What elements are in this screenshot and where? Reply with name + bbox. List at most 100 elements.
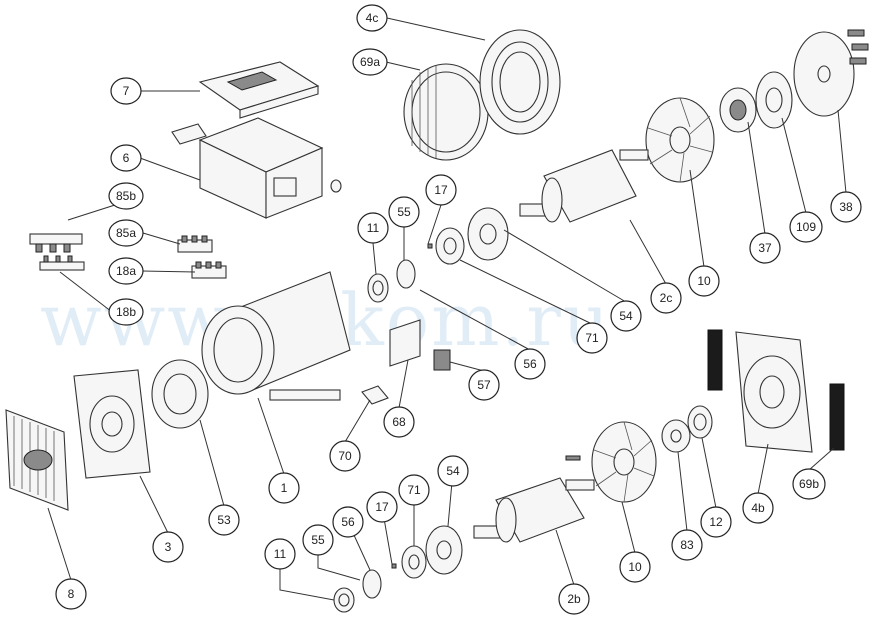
callout-11-upper: 11 (357, 212, 389, 244)
hub-37 (719, 87, 757, 133)
svg-text:56: 56 (341, 515, 355, 529)
svg-text:53: 53 (217, 513, 231, 527)
callout-109: 109 (789, 211, 823, 243)
callout-7: 7 (110, 77, 142, 105)
bearing-upper (367, 273, 389, 303)
stator-frame (201, 271, 351, 401)
svg-text:71: 71 (407, 483, 421, 497)
svg-text:10: 10 (628, 560, 642, 574)
svg-text:38: 38 (839, 200, 853, 214)
exciter-rotor-lower (425, 525, 463, 575)
callout-4c: 4c (356, 4, 388, 32)
terminal-clamps (29, 233, 83, 253)
flex-disc-38 (793, 29, 869, 117)
svg-text:54: 54 (619, 309, 633, 323)
callout-71-upper: 71 (576, 322, 608, 354)
callout-85b: 85b (108, 182, 144, 210)
rectifier-plate-lower (401, 545, 427, 579)
terminal-block-18a (191, 261, 227, 279)
rotor-2c (519, 149, 649, 223)
svg-text:4b: 4b (751, 501, 765, 515)
svg-text:85b: 85b (116, 189, 136, 203)
svg-text:69a: 69a (360, 55, 380, 69)
callout-17-upper: 17 (425, 174, 457, 206)
parts (5, 29, 869, 613)
front-shield (735, 331, 813, 453)
callout-38: 38 (830, 191, 862, 223)
svg-text:109: 109 (796, 220, 816, 234)
svg-text:1: 1 (281, 481, 288, 495)
svg-text:83: 83 (680, 538, 694, 552)
svg-text:11: 11 (274, 547, 287, 561)
svg-text:10: 10 (697, 274, 711, 288)
callout-2c: 2c (650, 282, 682, 314)
callout-85a: 85a (108, 219, 144, 247)
svg-text:54: 54 (446, 464, 460, 478)
bus-bar-18b (39, 255, 85, 271)
terminal-box-cover (171, 61, 320, 145)
svg-text:12: 12 (709, 515, 723, 529)
callout-55-lower: 55 (302, 524, 334, 556)
exciter-stator (151, 359, 209, 429)
exciter-rotor-upper (467, 207, 509, 261)
svg-text:8: 8 (68, 587, 75, 601)
leader-lines (47, 17, 847, 601)
callout-10-lower: 10 (619, 551, 651, 583)
callout-57: 57 (468, 369, 500, 401)
callout-68: 68 (383, 406, 415, 438)
svg-text:57: 57 (477, 378, 491, 392)
louvre-cover (5, 409, 69, 511)
svg-text:55: 55 (397, 205, 411, 219)
callouts: 7 6 85b 85a 18a 18b 4c 69a 11 55 17 56 7… (55, 4, 862, 615)
callout-70: 70 (329, 440, 361, 472)
callout-10-upper: 10 (688, 265, 720, 297)
callout-56-lower: 56 (332, 506, 364, 538)
module-57 (433, 349, 451, 371)
callout-37: 37 (749, 232, 781, 264)
svg-text:11: 11 (367, 221, 380, 235)
varistor-upper (427, 243, 433, 249)
callout-18a: 18a (108, 257, 144, 285)
circlip-upper (396, 259, 416, 289)
svg-text:6: 6 (123, 151, 130, 165)
callout-71-lower: 71 (398, 474, 430, 506)
svg-text:18b: 18b (116, 305, 136, 319)
callout-18b: 18b (108, 298, 144, 326)
avr-68 (389, 319, 421, 367)
screen-69b-left (707, 329, 723, 391)
bearing-lower (687, 405, 713, 439)
svg-text:3: 3 (165, 540, 172, 554)
svg-text:70: 70 (338, 449, 352, 463)
fan-upper (645, 97, 715, 183)
callout-12: 12 (700, 506, 732, 538)
callout-54-upper: 54 (610, 300, 642, 332)
svg-text:18a: 18a (116, 264, 136, 278)
grommet-70 (361, 385, 389, 405)
rectifier-plate-upper (435, 227, 465, 265)
callout-2b: 2b (558, 583, 590, 615)
svg-text:17: 17 (375, 500, 389, 514)
callout-55-upper: 55 (388, 196, 420, 228)
svg-text:2b: 2b (567, 592, 581, 606)
svg-text:68: 68 (392, 415, 406, 429)
svg-text:71: 71 (585, 331, 599, 345)
callout-17-lower: 17 (366, 491, 398, 523)
svg-text:17: 17 (434, 183, 448, 197)
callout-56-upper: 56 (514, 348, 546, 380)
callout-6: 6 (110, 144, 142, 172)
terminal-box (198, 117, 342, 219)
callout-11-lower: 11 (264, 538, 296, 570)
circlip-lower (362, 569, 382, 599)
band-69a (403, 63, 489, 161)
callout-4b: 4b (742, 492, 774, 524)
svg-text:56: 56 (523, 357, 537, 371)
callout-69a: 69a (352, 48, 388, 76)
svg-text:85a: 85a (116, 226, 136, 240)
screen-69b-right (829, 383, 845, 451)
callout-8: 8 (55, 578, 87, 610)
svg-text:69b: 69b (799, 477, 819, 491)
coupling-109 (755, 71, 793, 129)
end-shield (73, 369, 151, 479)
varistor-lower (391, 563, 397, 569)
svg-text:55: 55 (311, 533, 325, 547)
